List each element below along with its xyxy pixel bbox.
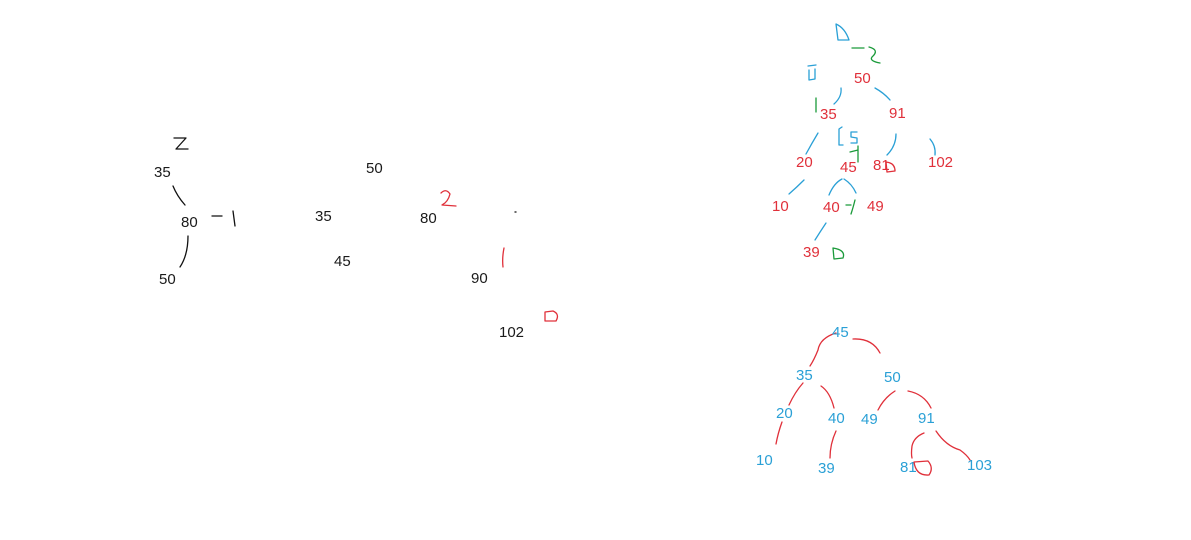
edge-50-49 (877, 390, 896, 411)
tree-d-node-39: 39 (818, 460, 835, 477)
edge-50-35 (833, 87, 842, 105)
edge-45-35 (809, 332, 837, 367)
balance-mark-two-red (440, 190, 457, 207)
balance-mark-s-blue (850, 131, 858, 144)
balance-mark-two (173, 137, 189, 150)
edge-20-10 (788, 179, 805, 195)
balance-mark-left-blue (807, 64, 817, 81)
tree-d-node-50: 50 (884, 369, 901, 386)
tree-c-node-49: 49 (867, 198, 884, 215)
balance-mark-one-green-b (849, 145, 859, 163)
tree-b-node-80: 80 (420, 210, 437, 227)
tree-d-node-35: 35 (796, 367, 813, 384)
edge-91-103 (935, 430, 971, 461)
tree-d-node-40: 40 (828, 410, 845, 427)
edge-45-50 (852, 338, 881, 354)
edge-50-91 (907, 390, 932, 409)
tree-c-node-10: 10 (772, 198, 789, 215)
tree-a-node-50: 50 (159, 271, 176, 288)
edge-91-81-d (910, 432, 925, 459)
edge-40-39 (814, 222, 827, 241)
tree-c-node-45: 45 (840, 159, 857, 176)
tree-d-node-45: 45 (832, 324, 849, 341)
balance-mark-minus-one-green (845, 199, 856, 215)
tree-d-node-81: 81 (900, 459, 917, 476)
balance-mark-zero-red-c (885, 161, 896, 173)
tree-c-node-39: 39 (803, 244, 820, 261)
edge-50-91 (874, 87, 891, 101)
tree-c-node-102: 102 (928, 154, 954, 171)
edge-45-49 (843, 178, 857, 194)
balance-mark-zero-green (832, 247, 845, 260)
edge-45-40 (828, 178, 843, 196)
tree-a-node-80: 80 (181, 214, 198, 231)
tree-d-node-10: 10 (756, 452, 773, 469)
tree-c-node-81: 81 (873, 157, 890, 174)
edge-35-80 (172, 185, 186, 206)
balance-mark-zero-red (544, 310, 559, 322)
edge-91-81 (886, 133, 897, 156)
balance-mark-minus-one (211, 210, 236, 227)
tree-b-node-102: 102 (499, 324, 525, 341)
edge-35-20 (805, 132, 819, 155)
edge-91-102 (929, 138, 936, 156)
tree-c-node-40: 40 (823, 199, 840, 216)
tree-c-node-50: 50 (854, 70, 871, 87)
edge-35-20-d (788, 382, 804, 406)
edge-35-40-d (820, 385, 835, 409)
balance-mark-top-green (851, 46, 881, 64)
balance-mark-one-red (502, 247, 505, 268)
balance-mark-top-blue (835, 23, 850, 41)
tree-c-node-35: 35 (820, 106, 837, 123)
edge-35-45-bracket (838, 126, 844, 146)
tree-b-node-45: 45 (334, 253, 351, 270)
tree-d-node-91: 91 (918, 410, 935, 427)
tree-d-node-49: 49 (861, 411, 878, 428)
edge-80-50 (179, 235, 189, 268)
tree-d-node-20: 20 (776, 405, 793, 422)
balance-mark-zero-red-d (913, 460, 932, 476)
tree-c-node-91: 91 (889, 105, 906, 122)
tree-b-node-50: 50 (366, 160, 383, 177)
tree-b-node-90: 90 (471, 270, 488, 287)
tree-b-node-35: 35 (315, 208, 332, 225)
tree-c-node-20: 20 (796, 154, 813, 171)
edge-40-39-d (829, 430, 837, 459)
tree-a-node-35: 35 (154, 164, 171, 181)
edge-20-10-d (775, 421, 783, 445)
tree-d-node-103: 103 (967, 457, 993, 474)
